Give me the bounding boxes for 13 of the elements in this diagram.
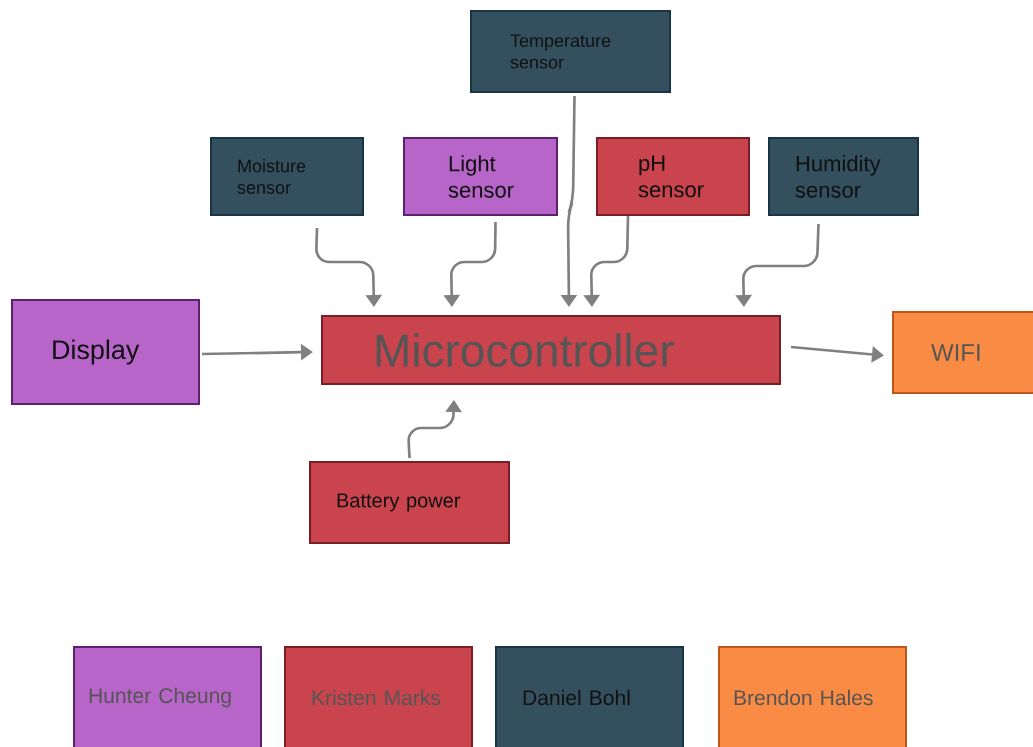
microcontroller-box: Microcontroller xyxy=(321,315,781,385)
name-box: Hunter Cheung xyxy=(73,646,262,747)
sensor-box: Temperature sensor xyxy=(470,10,671,93)
sensor-box: pH sensor xyxy=(596,137,750,216)
sensor-box: Light sensor xyxy=(403,137,558,216)
sensor-box: Humidity sensor xyxy=(768,137,919,216)
name-box: Daniel Bohl xyxy=(495,646,684,747)
display-box: Display xyxy=(11,299,200,405)
sensor-box: Moisture sensor xyxy=(210,137,364,216)
name-box: Brendon Hales xyxy=(718,646,907,747)
name-box: Kristen Marks xyxy=(284,646,473,747)
power-box: Battery power xyxy=(309,461,510,544)
wifi-box: WIFI xyxy=(892,311,1033,394)
